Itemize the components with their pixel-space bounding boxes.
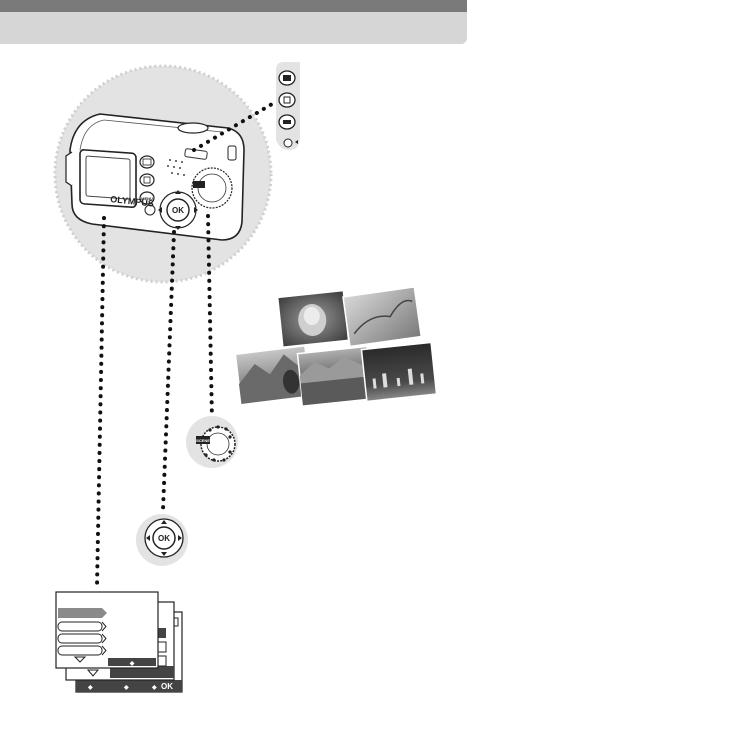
photo-collage: [234, 286, 438, 407]
menu-item-selected: [58, 608, 102, 618]
menu-screens: ◆ ◆ ◆ OK ◆: [55, 591, 183, 693]
camera-brand: OLYMPUS: [110, 194, 154, 209]
light-icon: [295, 140, 298, 144]
connector-to-dial: [206, 214, 214, 422]
dial-scene-label: SCENE: [196, 438, 210, 443]
mode-dial-callout: SCENE: [186, 416, 238, 468]
camera-shoot-icon: [283, 75, 291, 81]
connector-lines: [95, 102, 274, 588]
camera-illustration: MENU OK OLYMPUS: [65, 113, 245, 241]
camera-ok-label: OK: [172, 206, 184, 215]
menu-icon: [283, 120, 291, 124]
camera-menu-label: MENU: [141, 196, 153, 201]
front-screen-footer: ◆: [129, 660, 135, 667]
arrow-pad-ok-label: OK: [158, 534, 170, 543]
svg-text:◆: ◆: [123, 684, 129, 691]
header-bar-dark: [0, 0, 467, 12]
connector-to-arrow-pad: [161, 230, 176, 512]
menu-item-2: [57, 621, 103, 632]
button-strip-callout: [276, 62, 300, 150]
connector-to-menus: [95, 216, 106, 588]
menu-item-3: [57, 633, 103, 644]
back-screen-ok: OK: [161, 682, 173, 691]
svg-text:◆: ◆: [87, 684, 93, 691]
arrow-pad-callout: OK: [136, 514, 188, 566]
header-bar-light: [0, 12, 467, 44]
connector-to-buttons: [192, 102, 274, 152]
menu-item-4: [57, 645, 103, 656]
playback-icon: [283, 96, 291, 104]
svg-text:◆: ◆: [151, 684, 157, 691]
